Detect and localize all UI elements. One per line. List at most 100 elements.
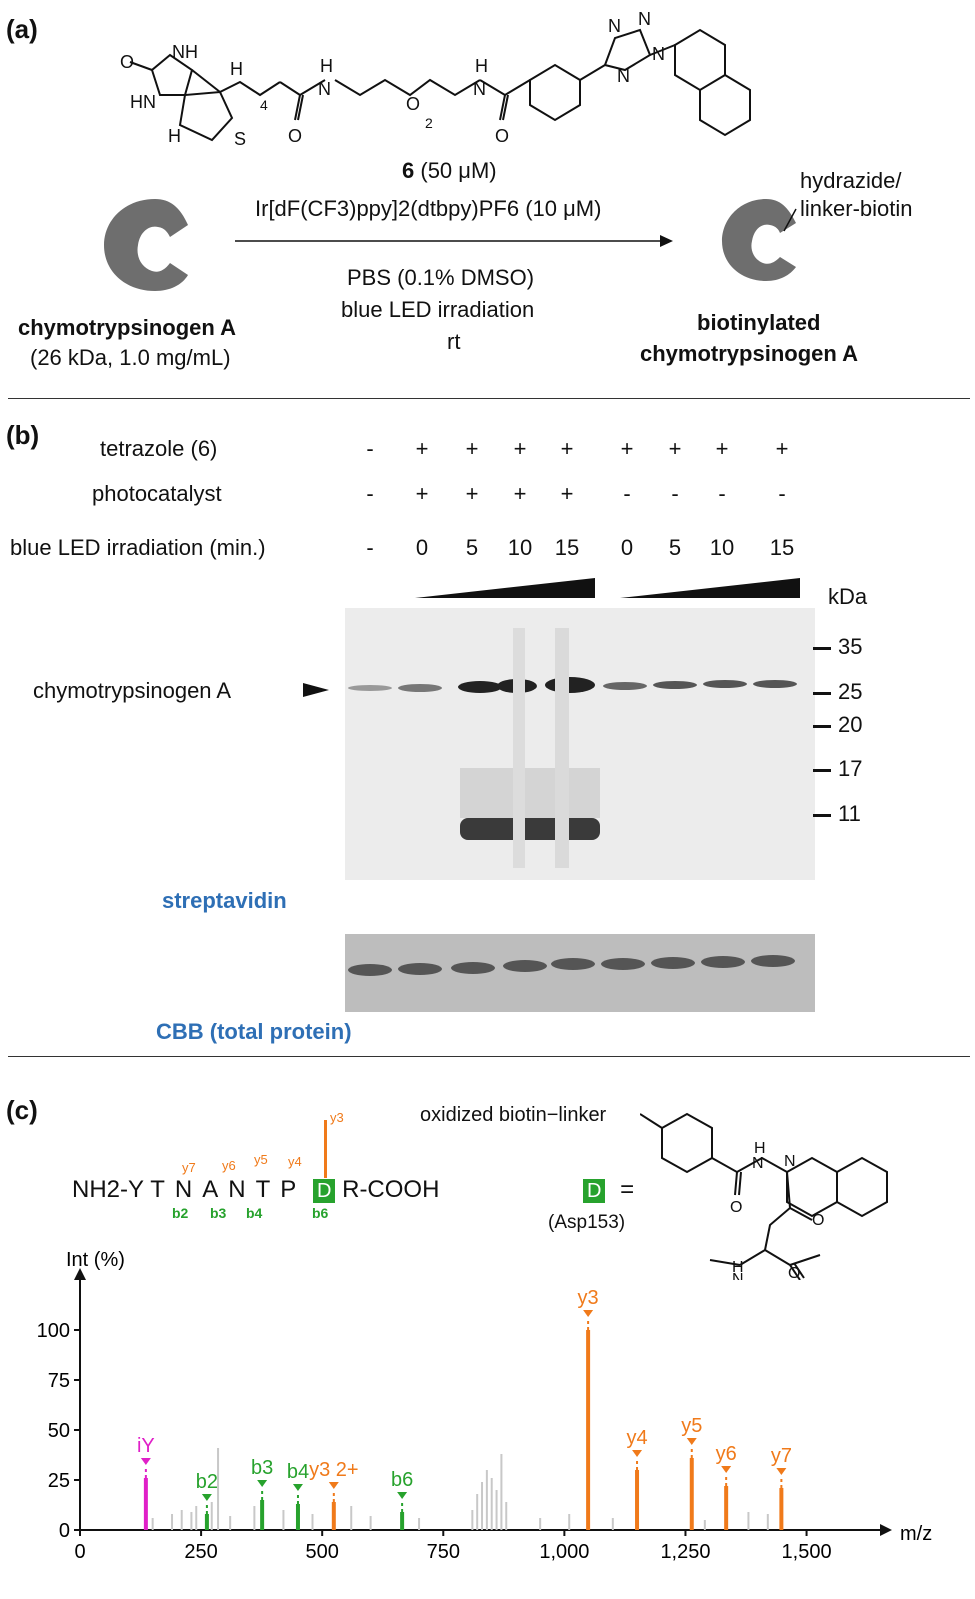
protein-icon xyxy=(104,199,188,291)
struct-atom-n6: N xyxy=(617,66,630,86)
peak-label: y7 xyxy=(771,1445,792,1467)
frag-b6: b6 xyxy=(312,1205,329,1221)
x-tick-label: 1,500 xyxy=(782,1541,832,1563)
peak-label: b6 xyxy=(391,1469,413,1491)
peak-marker-icon xyxy=(632,1450,643,1457)
lane-tetrazole-2: + xyxy=(415,436,429,461)
lane-irradiation-4: 10 xyxy=(507,535,533,560)
peak-marker-icon xyxy=(686,1438,697,1445)
lane-irradiation-2: 0 xyxy=(415,535,429,560)
divider-bc xyxy=(8,1056,970,1057)
lane-tetrazole-8: + xyxy=(715,436,729,461)
lane-tetrazole-9: + xyxy=(775,436,789,461)
lane-photocatalyst-3: + xyxy=(465,481,479,506)
x-tick-label: 500 xyxy=(306,1541,339,1563)
frag-y7: y7 xyxy=(182,1160,196,1175)
peak-label: b3 xyxy=(251,1457,273,1479)
peptide-residue-6: P xyxy=(280,1176,307,1203)
time-ramps xyxy=(415,578,800,598)
chart-ylabel: Int (%) xyxy=(66,1249,125,1271)
start-detail: (26 kDa, 1.0 mg/mL) xyxy=(30,345,231,370)
lane-photocatalyst-1: - xyxy=(366,481,374,506)
struct-atom-nh: NH xyxy=(172,42,198,62)
lane-irradiation-9: 15 xyxy=(769,535,795,560)
band-label: chymotrypsinogen A xyxy=(33,678,232,703)
lane-irradiation-1: - xyxy=(366,535,374,560)
marker-tick-25 xyxy=(813,692,831,695)
cbb-gel xyxy=(345,934,815,1012)
frag-y4: y4 xyxy=(288,1154,302,1169)
peak-label: y6 xyxy=(716,1443,737,1465)
struct-atom-hn: HN xyxy=(130,92,156,112)
struct-atom-o2: O xyxy=(288,126,302,146)
x-tick-label: 750 xyxy=(427,1541,460,1563)
struct-atom-h: H xyxy=(230,59,243,79)
frag-y5: y5 xyxy=(254,1152,268,1167)
svg-text:H: H xyxy=(754,1140,766,1157)
marker-tick-11 xyxy=(813,814,831,817)
lane-tetrazole-5: + xyxy=(560,436,574,461)
frag-b2: b2 xyxy=(172,1205,189,1221)
panel-b-label: (b) xyxy=(6,420,40,450)
modified-legend: D = xyxy=(583,1176,634,1204)
x-tick-label: 0 xyxy=(74,1541,85,1563)
streptavidin-blot xyxy=(345,608,815,880)
lane-irradiation-3: 5 xyxy=(465,535,479,560)
condition-2: blue LED irradiation xyxy=(341,297,535,322)
peak-marker-icon xyxy=(776,1468,787,1475)
lane-irradiation-7: 5 xyxy=(668,535,682,560)
b-fragment-marks: b2 b3 b4 b6 xyxy=(170,1203,350,1227)
streptavidin-label: streptavidin xyxy=(162,888,287,913)
product-name-1: biotinylated xyxy=(697,310,821,335)
marker-label-25: 25 xyxy=(838,679,863,704)
y-fragment-marks: y7 y6 y5 y4 y3 xyxy=(180,1110,360,1180)
biotinylated-protein-icon xyxy=(722,199,797,281)
ramp-no-catalyst xyxy=(620,578,800,598)
frag-y3-bar xyxy=(324,1120,327,1178)
band-arrowhead-icon xyxy=(303,683,329,697)
peak-label: y3 2+ xyxy=(309,1459,358,1481)
lane-tetrazole-3: + xyxy=(465,436,479,461)
peptide-residue-1: T xyxy=(150,1176,175,1203)
cbb-bands xyxy=(348,955,795,976)
marker-tick-20 xyxy=(813,725,831,728)
modified-residue: D xyxy=(312,1179,336,1203)
x-tick-label: 1,000 xyxy=(539,1541,589,1563)
peak-label: y3 xyxy=(578,1287,599,1309)
svg-text:N: N xyxy=(752,1155,764,1172)
struct-atom-n4: N xyxy=(638,9,651,29)
structure-tag: oxidized biotin−linker xyxy=(420,1104,607,1126)
peak-marker-icon xyxy=(292,1484,303,1491)
svg-text:O: O xyxy=(788,1265,800,1280)
unassigned-peaks xyxy=(151,1448,769,1530)
peak-label: iY xyxy=(137,1435,155,1457)
chart-xlabel: m/z xyxy=(900,1523,932,1545)
y-tick-label: 100 xyxy=(37,1320,70,1342)
peak-label: y4 xyxy=(626,1427,647,1449)
peptide-residue-3: A xyxy=(202,1176,229,1203)
reagent-label: 6 (50 μM) xyxy=(402,158,497,184)
row-irradiation-label: blue LED irradiation (min.) xyxy=(10,535,266,560)
peak-label: b2 xyxy=(196,1471,218,1493)
marker-label-11: 11 xyxy=(838,801,861,826)
row-tetrazole-label: tetrazole (6) xyxy=(100,436,217,462)
marker-tick-17 xyxy=(813,769,831,772)
svg-text:H: H xyxy=(732,1259,744,1276)
catalyst-label: Ir[dF(CF3)ppy]2(dtbpy)PF6 (10 μM) xyxy=(255,196,602,221)
struct-atom-s: S xyxy=(234,129,246,149)
lane-irradiation-6: 0 xyxy=(620,535,634,560)
lane-photocatalyst-2: + xyxy=(415,481,429,506)
marker-label-35: 35 xyxy=(838,634,863,659)
legend-equals: = xyxy=(620,1176,635,1203)
frag-y3: y3 xyxy=(330,1110,344,1125)
panel-a-label: (a) xyxy=(6,14,38,44)
svg-text:N: N xyxy=(784,1153,796,1170)
peak-label: b4 xyxy=(287,1461,309,1483)
peak-marker-icon xyxy=(583,1310,594,1317)
y-tick-label: 75 xyxy=(48,1370,70,1392)
peak-marker-icon xyxy=(328,1482,339,1489)
marker-tick-35 xyxy=(813,647,831,650)
struct-atom-n2: N xyxy=(473,79,486,99)
